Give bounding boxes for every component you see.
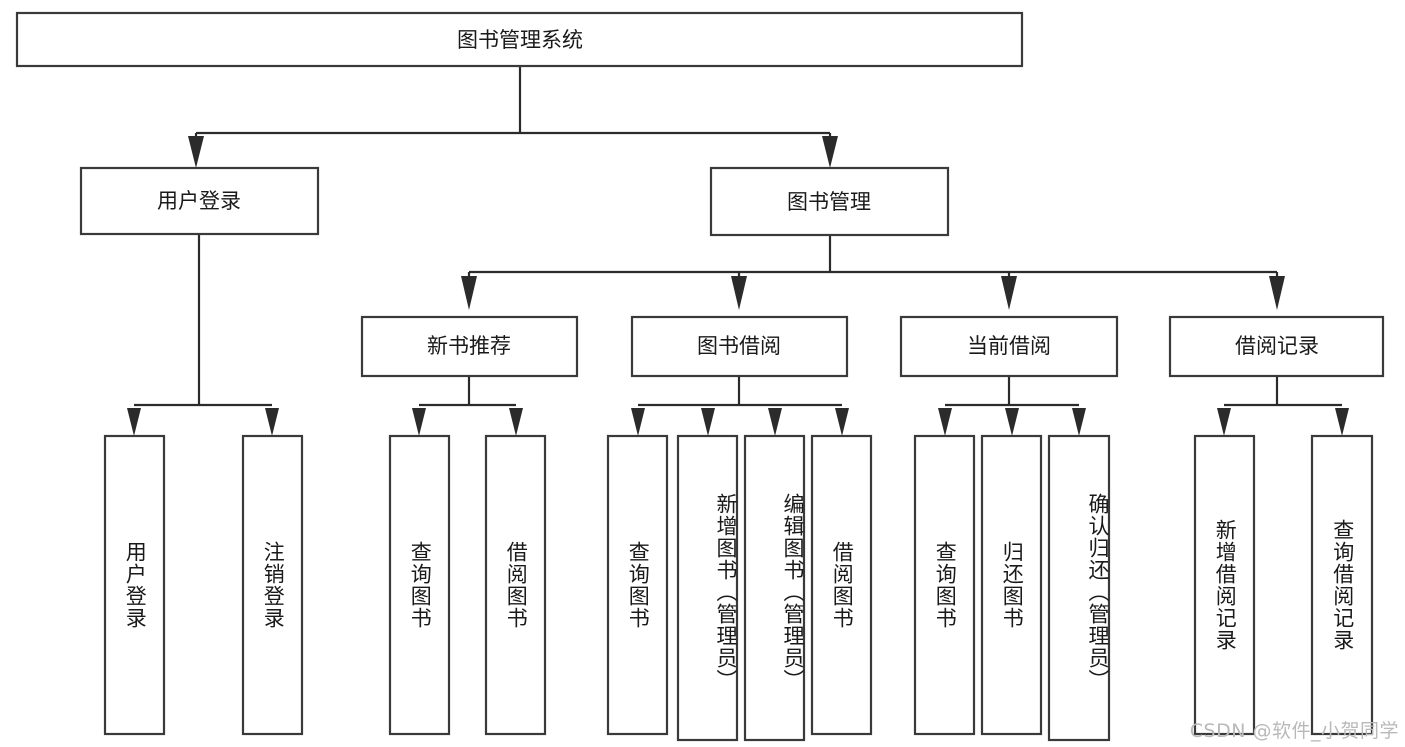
arrow-to-new-book-recommend-icon: [461, 276, 477, 310]
arrow-to-leaf-borrow-book-1-icon: [509, 408, 523, 436]
edges-userlogin-to-leaves: [127, 234, 279, 436]
arrow-to-leaf-logout-login-icon: [265, 408, 279, 436]
node-current-borrow-box[interactable]: [899, 315, 1119, 378]
leaf-borrow-book-1-box[interactable]: [484, 434, 547, 736]
arrow-to-borrow-record-icon: [1269, 276, 1285, 310]
node-borrow-record-label: 借阅记录: [1235, 334, 1319, 358]
node-borrow-record-box[interactable]: [1168, 315, 1385, 378]
arrow-to-leaf-query-book-1-icon: [412, 408, 426, 436]
edges-borrowrecord-to-leaves: [1217, 376, 1349, 436]
arrow-to-leaf-query-book-3-icon: [938, 408, 952, 436]
leaf-confirm-return-admin-box[interactable]: [1047, 434, 1111, 742]
edges-newbook-to-leaves: [412, 376, 523, 436]
node-user-login-label: 用户登录: [157, 189, 241, 213]
leaf-add-borrow-record-box[interactable]: [1193, 434, 1256, 736]
arrow-to-leaf-confirm-return-admin-icon: [1072, 408, 1086, 436]
edges-currentborrow-to-leaves: [938, 376, 1086, 436]
arrow-to-current-borrow-icon: [1001, 276, 1017, 310]
arrow-to-leaf-return-book-icon: [1005, 408, 1019, 436]
arrow-to-leaf-add-book-admin-icon: [701, 408, 715, 436]
arrow-to-leaf-edit-book-admin-icon: [768, 408, 782, 436]
arrow-to-leaf-user-login-icon: [127, 408, 141, 436]
arrow-to-book-management-icon: [822, 136, 838, 168]
csdn-watermark: CSDN @软件_小贺同学: [1189, 720, 1399, 742]
leaf-query-book-2-box[interactable]: [606, 434, 669, 736]
arrow-to-leaf-add-borrow-record-icon: [1217, 408, 1231, 436]
node-root-box[interactable]: [15, 11, 1024, 68]
leaf-query-book-1-box[interactable]: [388, 434, 451, 736]
node-book-management-box[interactable]: [709, 166, 950, 237]
arrow-to-leaf-query-book-2-icon: [631, 408, 645, 436]
leaf-borrow-book-2-box[interactable]: [810, 434, 873, 736]
leaf-edit-book-admin-box[interactable]: [743, 434, 806, 742]
node-root-label: 图书管理系统: [457, 28, 583, 52]
node-book-borrow-label: 图书借阅: [697, 334, 781, 358]
node-current-borrow-label: 当前借阅: [967, 334, 1051, 358]
leaf-query-book-3-box[interactable]: [913, 434, 976, 736]
leaf-return-book-box[interactable]: [980, 434, 1043, 736]
leaf-query-borrow-record-box[interactable]: [1310, 434, 1374, 736]
leaf-user-login-box[interactable]: [103, 434, 166, 736]
edges-bookmanagement-to-level3: [461, 235, 1285, 310]
edges-bookborrow-to-leaves: [631, 376, 849, 436]
node-new-book-recommend-box[interactable]: [360, 315, 579, 378]
node-user-login-box[interactable]: [79, 166, 320, 236]
arrow-to-leaf-query-borrow-record-icon: [1335, 408, 1349, 436]
edges-root-to-level2: [188, 66, 838, 168]
node-new-book-recommend-label: 新书推荐: [427, 334, 511, 358]
leaf-add-book-admin-box[interactable]: [676, 434, 739, 742]
node-book-management-label: 图书管理: [787, 190, 871, 214]
arrow-to-leaf-borrow-book-2-icon: [835, 408, 849, 436]
arrow-to-user-login-icon: [188, 136, 204, 168]
node-book-borrow-box[interactable]: [630, 315, 849, 378]
arrow-to-book-borrow-icon: [731, 276, 747, 310]
leaf-logout-login-box[interactable]: [241, 434, 304, 736]
